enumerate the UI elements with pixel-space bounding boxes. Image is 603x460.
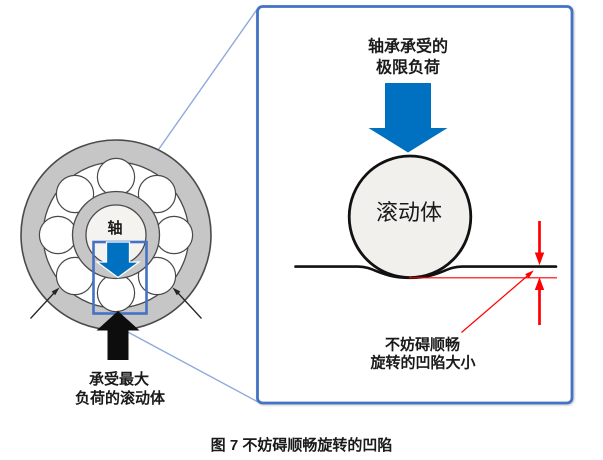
- bearing-ball: [96, 157, 136, 197]
- dimension-arrowhead-up-icon: [534, 277, 545, 290]
- bearing-diagram: 轴 承受最大 负荷的滚动体: [20, 139, 212, 407]
- pointer-arrowhead-icon: [51, 287, 60, 296]
- limit-load-arrow-down-icon: [368, 83, 448, 153]
- pointer-line: [177, 292, 202, 319]
- bearing-ball: [55, 174, 95, 214]
- shaft-load-arrow-down-icon: [95, 241, 141, 279]
- reaction-arrow-up-icon: [96, 311, 140, 360]
- leader-arrowhead-icon: [525, 270, 534, 279]
- pointer-arrowhead-icon: [172, 287, 181, 296]
- bearing-ball: [137, 174, 177, 214]
- bearing-ball: [38, 215, 78, 255]
- max-load-label-line1: 承受最大: [89, 370, 149, 388]
- bearing-ball: [96, 273, 136, 313]
- rolling-element-label: 滚动体: [376, 200, 442, 225]
- dent-label-line1: 不妨碍顺畅: [385, 336, 460, 354]
- bearing-balls: [38, 157, 194, 313]
- max-load-label-line2: 负荷的滚动体: [75, 389, 166, 407]
- bearing-ball: [154, 215, 194, 255]
- dent-depth-dimension: [409, 221, 557, 333]
- shaft-label: 轴: [107, 219, 122, 237]
- detail-diagram: 轴承承受的 极限负荷 滚动体 不妨碍顺畅 旋转的凹陷大小: [294, 37, 558, 372]
- limit-load-label-line1: 轴承承受的: [368, 37, 448, 56]
- dent-label-line2: 旋转的凹陷大小: [369, 354, 475, 372]
- outer-ring-pointer-arrow-left: [30, 287, 60, 319]
- dent-leader-line: [461, 274, 530, 333]
- dimension-arrowhead-down-icon: [534, 252, 545, 266]
- figure-caption: 图 7 不妨碍顺畅旋转的凹陷: [211, 436, 393, 454]
- pointer-line: [30, 292, 55, 319]
- outer-ring-pointer-arrow-right: [172, 287, 202, 319]
- limit-load-label-line2: 极限负荷: [376, 58, 440, 77]
